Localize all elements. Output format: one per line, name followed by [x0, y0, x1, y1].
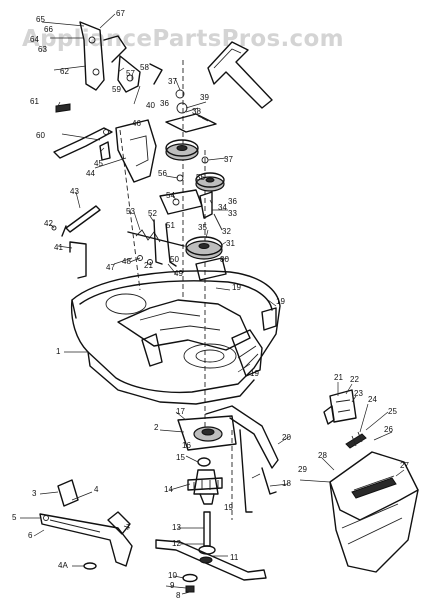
callout-label-c15: 15	[176, 453, 185, 462]
assembly-guide-lines	[119, 60, 233, 520]
callout-label-c19a: 19	[232, 283, 241, 292]
callout-label-c8: 8	[176, 591, 181, 600]
callout-label-c51: 51	[166, 221, 175, 230]
callout-label-c67: 67	[116, 9, 125, 18]
drive-belt	[207, 41, 273, 109]
mower-deck	[70, 270, 281, 405]
callout-label-c19d: 19	[224, 503, 233, 512]
callout-label-c64: 64	[30, 35, 39, 44]
callout-labels: 6567666463625958574046373639386160454437…	[12, 9, 409, 600]
deck-lift-rod	[205, 405, 279, 513]
callout-label-c4a: 4A	[58, 561, 68, 570]
callout-label-c36b: 36	[228, 197, 237, 206]
callout-label-c34: 34	[218, 203, 227, 212]
callout-label-c50: 50	[170, 255, 179, 264]
callout-label-c19c: 19	[250, 369, 259, 378]
discharge-chute	[329, 451, 419, 573]
callout-label-c30: 30	[220, 255, 229, 264]
leader-lines	[20, 13, 405, 595]
idler-pulley-stack	[165, 89, 225, 192]
callout-label-c21a: 21	[144, 261, 153, 270]
mower-blade-assembly	[83, 511, 267, 593]
callout-label-c38: 38	[192, 107, 201, 116]
callout-label-c27: 27	[400, 461, 409, 470]
callout-label-c10: 10	[168, 571, 177, 580]
callout-label-c25: 25	[388, 407, 397, 416]
callout-label-c58: 58	[140, 63, 149, 72]
callout-label-c63: 63	[38, 45, 47, 54]
callout-label-c28: 28	[318, 451, 327, 460]
callout-label-c24: 24	[368, 395, 377, 404]
brake-linkage	[127, 219, 185, 267]
callout-label-c13: 13	[172, 523, 181, 532]
callout-label-c41: 41	[54, 243, 63, 252]
watermark-text: AppliancePartsPros.com	[22, 26, 344, 52]
spindle-assembly	[177, 415, 237, 505]
deck-hanger-arm	[53, 119, 157, 183]
callout-label-c65: 65	[36, 15, 45, 24]
callout-label-c36: 36	[160, 99, 169, 108]
callout-label-c48: 48	[122, 257, 131, 266]
callout-label-c2: 2	[154, 423, 159, 432]
callout-label-c53: 53	[126, 207, 135, 216]
callout-label-c46: 46	[132, 119, 141, 128]
callout-label-c43: 43	[70, 187, 79, 196]
callout-label-c23: 23	[354, 389, 363, 398]
callout-label-c49: 49	[174, 269, 183, 278]
callout-label-c42: 42	[44, 219, 53, 228]
callout-label-c35: 35	[198, 223, 207, 232]
deck-rods	[51, 205, 101, 279]
callout-label-c21: 21	[334, 373, 343, 382]
callout-label-c4: 4	[94, 485, 99, 494]
callout-label-c56: 56	[158, 169, 167, 178]
idler-arm-assembly	[159, 174, 227, 281]
callout-label-c45: 45	[94, 159, 103, 168]
callout-label-c37: 37	[168, 77, 177, 86]
deflector-bracket	[39, 479, 133, 567]
callout-label-c60: 60	[36, 131, 45, 140]
callout-label-c44: 44	[86, 169, 95, 178]
callout-label-c17: 17	[176, 407, 185, 416]
callout-label-c66: 66	[44, 25, 53, 34]
callout-label-c7: 7	[126, 523, 131, 532]
callout-label-c57: 57	[126, 69, 135, 78]
callout-label-c54: 54	[166, 191, 175, 200]
lift-linkage-bracket	[55, 21, 163, 113]
callout-label-c3: 3	[32, 489, 37, 498]
callout-label-c52: 52	[148, 209, 157, 218]
callout-label-c32: 32	[222, 227, 231, 236]
callout-label-c29: 29	[298, 465, 307, 474]
callout-label-c62: 62	[60, 67, 69, 76]
callout-label-c20: 20	[282, 433, 291, 442]
callout-label-c59: 59	[112, 85, 121, 94]
callout-label-c26: 26	[384, 425, 393, 434]
callout-label-c47: 47	[106, 263, 115, 272]
callout-label-c11: 11	[230, 553, 239, 562]
callout-label-c31: 31	[226, 239, 235, 248]
callout-label-c37b: 37	[224, 155, 233, 164]
callout-label-c5: 5	[12, 513, 17, 522]
callout-label-c61: 61	[30, 97, 39, 106]
callout-label-c55: 55	[196, 173, 205, 182]
anti-scalp-bracket	[323, 389, 367, 449]
callout-label-c19b: 19	[276, 297, 285, 306]
callout-label-c9: 9	[170, 581, 175, 590]
callout-label-c22: 22	[350, 375, 359, 384]
callout-label-c14: 14	[164, 485, 173, 494]
callout-label-c18: 18	[282, 479, 291, 488]
callout-label-c12: 12	[172, 539, 181, 548]
callout-label-c1: 1	[56, 347, 61, 356]
callout-label-c6: 6	[28, 531, 33, 540]
callout-label-c16: 16	[182, 441, 191, 450]
callout-label-c33: 33	[228, 209, 237, 218]
callout-label-c39: 39	[200, 93, 209, 102]
callout-label-c40: 40	[146, 101, 155, 110]
